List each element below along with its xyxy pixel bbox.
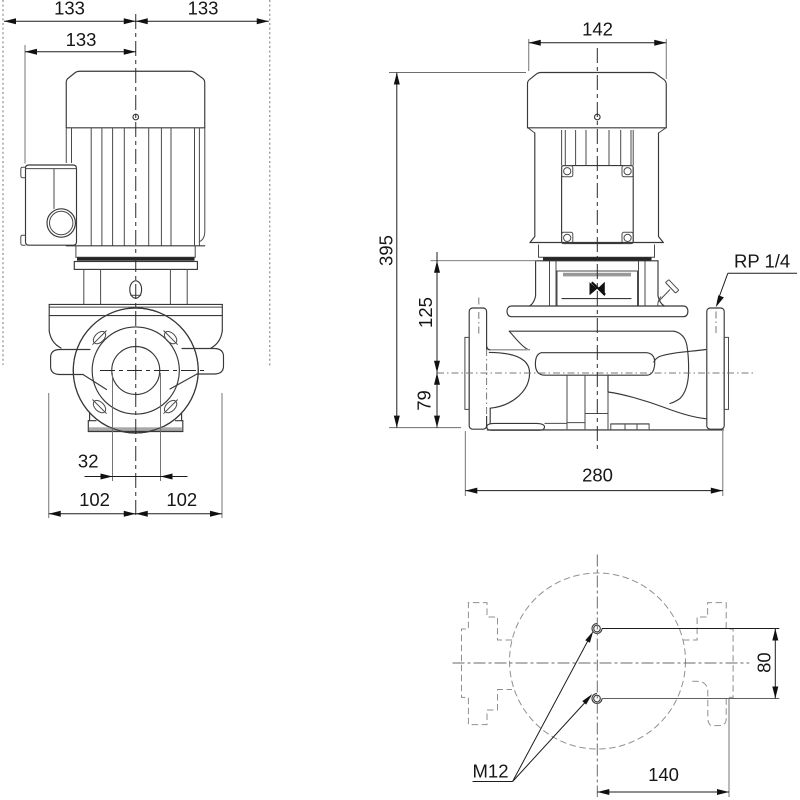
svg-text:80: 80 bbox=[753, 652, 774, 673]
svg-text:79: 79 bbox=[414, 390, 435, 411]
svg-text:280: 280 bbox=[582, 464, 613, 485]
svg-text:102: 102 bbox=[79, 489, 110, 510]
svg-text:32: 32 bbox=[78, 450, 99, 471]
svg-text:M12: M12 bbox=[473, 761, 509, 782]
svg-text:133: 133 bbox=[66, 29, 97, 50]
svg-text:125: 125 bbox=[415, 297, 436, 328]
svg-text:133: 133 bbox=[188, 0, 219, 19]
svg-text:RP 1/4: RP 1/4 bbox=[734, 251, 790, 272]
svg-text:142: 142 bbox=[582, 19, 613, 40]
svg-text:102: 102 bbox=[166, 489, 197, 510]
svg-text:395: 395 bbox=[376, 235, 397, 266]
svg-text:140: 140 bbox=[648, 764, 679, 785]
svg-text:133: 133 bbox=[54, 0, 85, 19]
